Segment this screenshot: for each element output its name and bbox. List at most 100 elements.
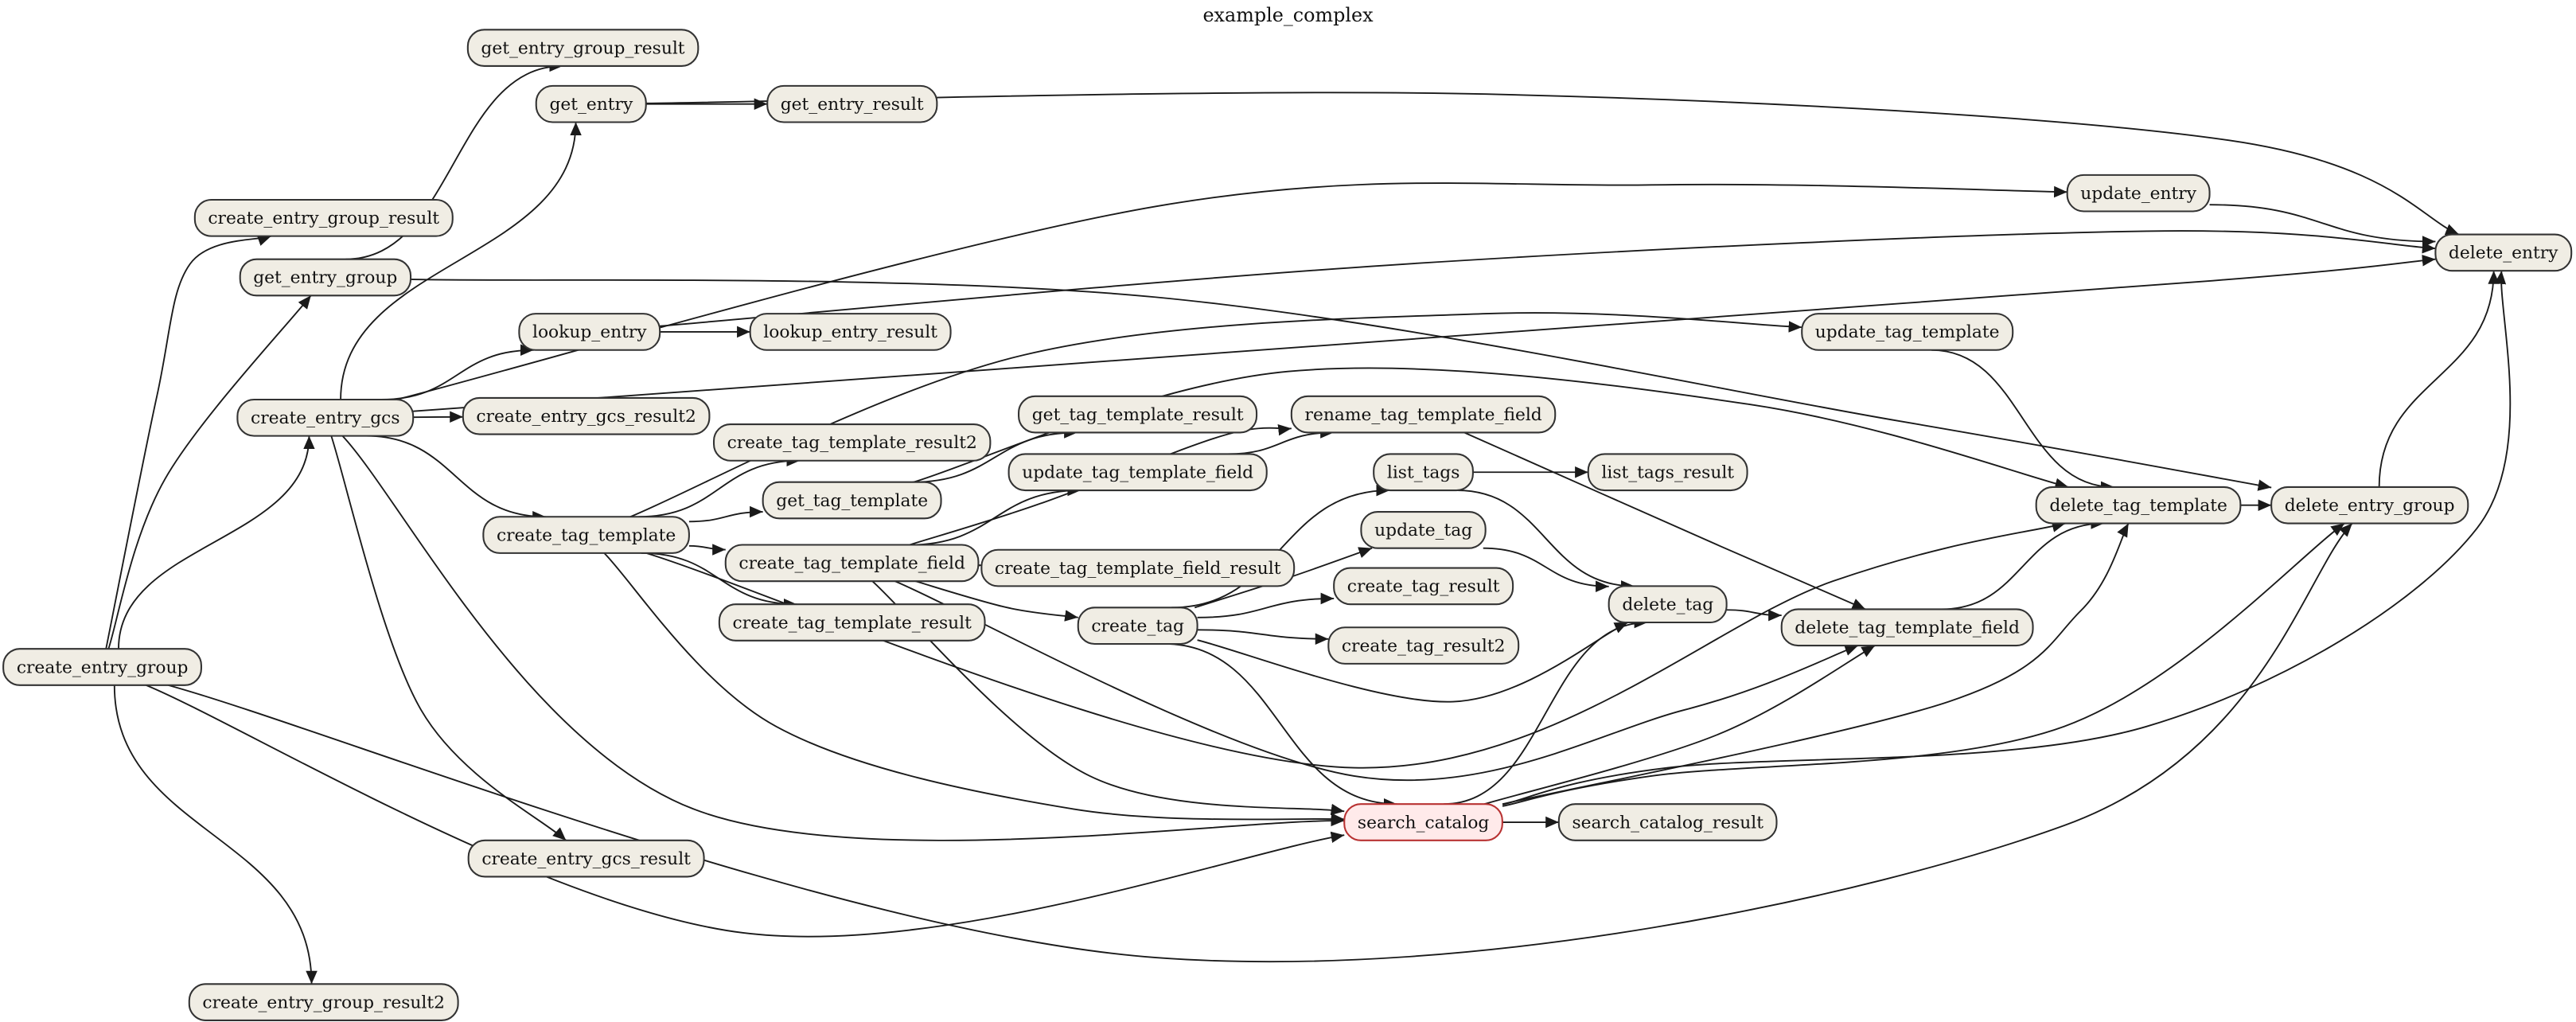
node-label: create_entry_gcs_result (481, 849, 691, 869)
edge-get_entry--delete_entry (645, 92, 2460, 236)
node-search_catalog_result: search_catalog_result (1557, 803, 1778, 841)
edge-create_tag_template--search_catalog (603, 552, 1345, 825)
node-box (749, 313, 952, 351)
node-list_tags_result: list_tags_result (1587, 453, 1748, 492)
node-create_tag_result2: create_tag_result2 (1327, 626, 1520, 665)
node-create_tag_template_field_result: create_tag_template_field_result (980, 548, 1296, 587)
edge-create_entry_gcs--delete_entry (413, 254, 2436, 412)
node-label: update_tag_template (1815, 322, 2000, 342)
edge-search_catalog--delete_tag_template (1502, 523, 2130, 806)
edge-create_tag--delete_tag (1197, 622, 1628, 703)
node-create_entry_group_result2: create_entry_group_result2 (188, 983, 459, 1021)
node-label: get_entry_group (253, 268, 397, 288)
edge-update_tag_template--delete_tag_template (1931, 349, 2114, 493)
node-label: create_entry_group (17, 657, 189, 677)
edge-create_tag--list_tags (1171, 484, 1390, 609)
node-label: create_tag_template_result (733, 613, 972, 633)
node-box (718, 603, 986, 642)
node-box (188, 983, 459, 1021)
node-label: search_catalog_result (1572, 813, 1763, 833)
node-box (466, 29, 700, 68)
node-box (193, 198, 454, 237)
node-box (1007, 453, 1268, 492)
node-label: delete_tag_template_field (1795, 618, 2020, 638)
node-box (2434, 233, 2573, 272)
edge-delete_tag--delete_tag_template_field (1726, 609, 1782, 622)
node-label: create_entry_gcs (251, 408, 400, 428)
node-box (724, 544, 980, 583)
edge-get_entry_group--get_entry_group_result (345, 60, 563, 260)
node-get_tag_template: get_tag_template (762, 481, 942, 520)
node-delete_entry_group: delete_entry_group (2270, 486, 2469, 525)
node-update_entry: update_entry (2066, 174, 2211, 213)
edge-create_entry_gcs--update_entry (396, 182, 2067, 400)
node-delete_tag: delete_tag (1608, 585, 1728, 624)
node-create_tag_template_field: create_tag_template_field (724, 544, 980, 583)
node-label: create_entry_group_result (208, 209, 439, 228)
node-box (1587, 453, 1748, 492)
edge-create_entry_group--create_entry_gcs (118, 435, 315, 649)
node-box (712, 423, 992, 462)
edge-delete_entry_group--delete_entry (2378, 271, 2500, 487)
edge-get_entry_group--delete_entry_group (410, 279, 2272, 491)
node-label: create_tag_template_result2 (727, 433, 977, 453)
node-label: update_tag (1374, 521, 1472, 540)
edge-search_catalog--delete_tag_template_field (1483, 645, 1876, 806)
edge-create_tag_template--get_tag_template (688, 505, 763, 523)
node-create_tag: create_tag (1077, 607, 1198, 646)
node-box (1557, 803, 1778, 841)
node-box (1333, 567, 1514, 606)
node-label: update_tag_template_field (1022, 463, 1253, 483)
node-label: get_tag_template_result (1032, 405, 1244, 425)
node-box (2066, 174, 2211, 213)
node-box (518, 313, 661, 351)
node-box (1343, 803, 1503, 841)
node-label: create_entry_gcs_result2 (476, 407, 696, 427)
edge-create_tag--search_catalog (1163, 643, 1397, 810)
node-label: delete_entry_group (2285, 496, 2455, 516)
node-label: lookup_entry_result (763, 322, 937, 342)
node-label: get_entry_group_result (481, 38, 684, 58)
node-get_entry_group: get_entry_group (239, 258, 412, 297)
node-update_tag: update_tag (1360, 510, 1487, 549)
node-label: list_tags (1387, 463, 1460, 483)
edge-create_tag_template_field--update_tag_template_field (909, 484, 1081, 546)
node-box (980, 548, 1296, 587)
node-label: list_tags_result (1601, 463, 1734, 483)
edge-rename_tag_template_field--delete_tag_template_field (1463, 431, 1866, 610)
node-label: get_entry (549, 95, 633, 115)
node-box (1327, 626, 1520, 665)
edge-create_entry_group--delete_entry_group (168, 522, 2353, 963)
node-box (1780, 608, 2034, 647)
node-get_entry: get_entry (535, 84, 647, 123)
edge-create_entry_group--create_entry_group_result (105, 235, 272, 649)
edge-create_tag_template--create_tag_template_field (688, 544, 726, 556)
node-box (462, 396, 711, 435)
node-update_tag_template_field: update_tag_template_field (1007, 453, 1268, 492)
edge-create_entry_group--get_entry_group (107, 295, 312, 649)
node-box (1018, 395, 1258, 434)
node-box (535, 84, 647, 123)
edge-create_tag_template--create_tag_template_result2 (638, 454, 801, 518)
node-box (2, 648, 202, 686)
edge-create_tag--create_tag_result (1197, 592, 1335, 618)
graph-title: example_complex (1202, 4, 1374, 26)
node-label: create_tag_template (497, 525, 676, 545)
node-label: update_entry (2080, 184, 2196, 204)
node-create_tag_template_result2: create_tag_template_result2 (712, 423, 992, 462)
node-update_tag_template: update_tag_template (1801, 313, 2014, 351)
node-lookup_entry: lookup_entry (518, 313, 661, 351)
edge-update_tag_template_field--rename_tag_template_field (1227, 427, 1334, 455)
edge-create_entry_gcs--lookup_entry (380, 344, 534, 400)
node-label: lookup_entry (532, 322, 647, 342)
edge-create_entry_gcs--get_entry (340, 122, 582, 400)
node-create_entry_group: create_entry_group (2, 648, 202, 686)
edge-create_entry_gcs--search_catalog (341, 435, 1345, 841)
node-box (1373, 453, 1474, 492)
node-box (1608, 585, 1728, 624)
edge-create_tag_template_field--delete_tag_template_field (894, 580, 1859, 782)
node-delete_tag_template: delete_tag_template (2035, 486, 2242, 525)
edge-update_tag--delete_tag (1483, 547, 1609, 593)
